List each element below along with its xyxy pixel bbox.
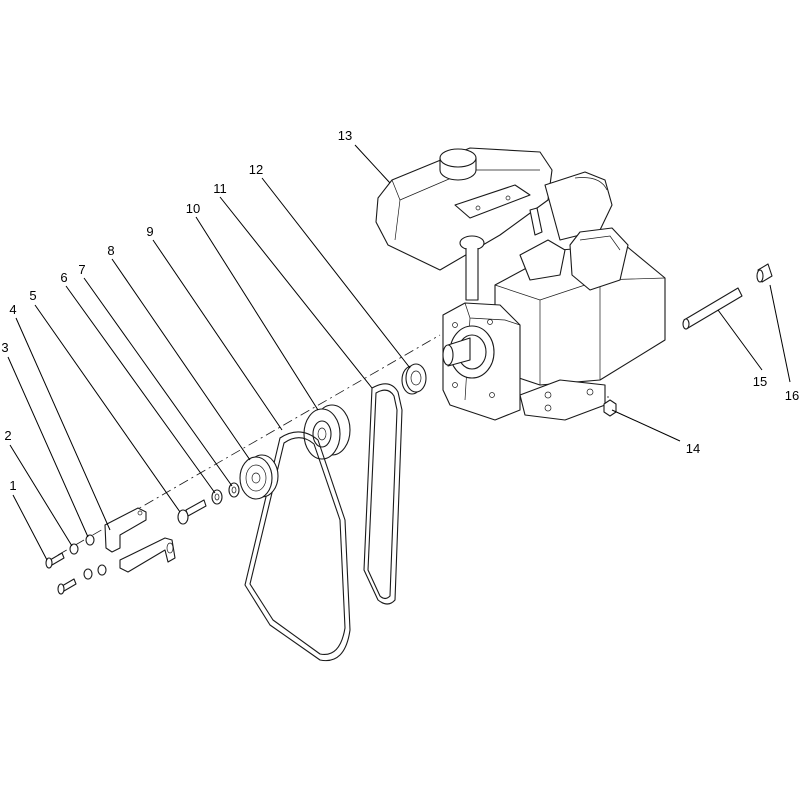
callout-5: 5 xyxy=(29,288,36,303)
callout-13: 13 xyxy=(338,128,352,143)
lock-washer-2 xyxy=(69,543,93,580)
callout-4: 4 xyxy=(9,302,16,317)
engine-pulley xyxy=(401,363,427,395)
callout-3: 3 xyxy=(1,340,8,355)
washer-7 xyxy=(228,482,240,498)
hex-nut xyxy=(603,399,617,417)
explode-axis-line xyxy=(57,334,441,556)
callout-8: 8 xyxy=(107,243,114,258)
idler-pulley xyxy=(303,404,351,460)
callout-2: 2 xyxy=(4,428,11,443)
idler-bracket xyxy=(104,507,176,573)
belt-large xyxy=(244,431,351,662)
drive-pulley xyxy=(239,454,279,500)
leader-lines xyxy=(7,144,791,561)
callout-12: 12 xyxy=(249,162,263,177)
callout-14: 14 xyxy=(686,441,700,456)
engine xyxy=(375,147,666,421)
sleeve xyxy=(756,263,773,283)
shaft xyxy=(682,287,743,330)
shoulder-bolt xyxy=(177,499,207,525)
callout-9: 9 xyxy=(146,224,153,239)
callout-11: 11 xyxy=(213,181,227,196)
callout-15: 15 xyxy=(753,374,767,389)
callout-1: 1 xyxy=(9,478,16,493)
cap-screw-1 xyxy=(45,552,77,595)
callout-7: 7 xyxy=(78,262,85,277)
callout-6: 6 xyxy=(60,270,67,285)
callout-10: 10 xyxy=(186,201,200,216)
callout-16: 16 xyxy=(785,388,799,403)
washer-3 xyxy=(85,534,107,576)
callout-labels: 1 2 3 4 5 6 7 8 9 10 11 12 13 14 15 16 xyxy=(1,128,799,493)
belt-small xyxy=(363,383,403,605)
washer-6 xyxy=(211,489,223,505)
